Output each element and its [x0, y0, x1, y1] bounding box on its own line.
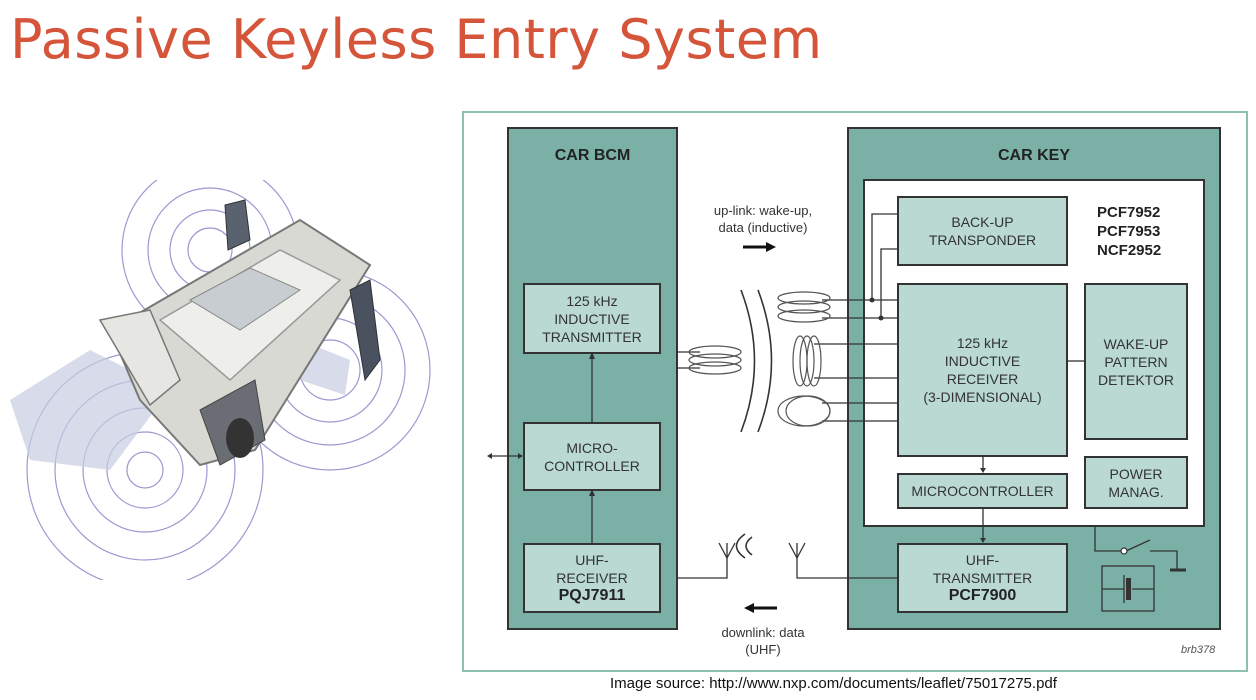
- backup-line2: TRANSPONDER: [928, 232, 1037, 248]
- field-arcs: [735, 289, 773, 559]
- wakeup-line2: PATTERN: [1104, 353, 1168, 370]
- bcm-uhf-part: PQJ7911: [558, 587, 626, 604]
- key-backup-transponder: BACK-UP TRANSPONDER: [897, 196, 1068, 266]
- car-body: [98, 199, 381, 467]
- downlink-label: downlink: data (UHF): [693, 624, 833, 658]
- uplink-label: up-link: wake-up, data (inductive): [693, 202, 833, 236]
- key-inductive-receiver: 125 kHz INDUCTIVE RECEIVER (3-DIMENSIONA…: [897, 283, 1068, 457]
- bcm-uhf-line1: UHF-: [575, 552, 609, 568]
- bcm-uhf-receiver: UHF- RECEIVER PQJ7911: [523, 543, 661, 613]
- key-uhf-line2: TRANSMITTER: [932, 570, 1033, 586]
- key-uhf-line1: UHF-: [965, 552, 1000, 568]
- part-number: PCF7953: [1097, 223, 1161, 240]
- bcm-uhf-line2: RECEIVER: [556, 570, 628, 586]
- uplink-line2: data (inductive): [718, 220, 808, 235]
- receiver-line1: 125 kHz: [956, 335, 1009, 351]
- power-line1: POWER: [1109, 465, 1163, 482]
- power-line2: MANAG.: [1108, 483, 1164, 500]
- figure-reference: brb378: [1181, 644, 1216, 656]
- inductive-coils: [688, 291, 831, 427]
- bcm-micro-line2: CONTROLLER: [544, 457, 640, 474]
- backup-line1: BACK-UP: [951, 214, 1014, 230]
- bcm-transmitter-line2: INDUCTIVE: [554, 310, 630, 327]
- bcm-inductive-transmitter: 125 kHz INDUCTIVE TRANSMITTER: [523, 283, 661, 354]
- bcm-transmitter-line1: 125 kHz: [566, 292, 618, 309]
- bcm-micro-line1: MICRO-: [566, 439, 618, 456]
- image-source-caption: Image source: http://www.nxp.com/documen…: [610, 675, 1057, 692]
- antenna-icons: [718, 542, 806, 560]
- wakeup-line3: DETEKTOR: [1098, 371, 1174, 388]
- car-key-title: CAR KEY: [997, 147, 1070, 164]
- uplink-line1: up-link: wake-up,: [713, 203, 813, 218]
- key-microcontroller: MICROCONTROLLER: [897, 473, 1068, 509]
- key-uhf-part: PCF7900: [948, 587, 1017, 604]
- slide-title: Passive Keyless Entry System: [10, 8, 823, 71]
- receiver-line4: (3-DIMENSIONAL): [923, 389, 1042, 405]
- key-part-numbers: PCF7952 PCF7953 NCF2952: [1097, 203, 1161, 260]
- part-number: PCF7952: [1097, 204, 1161, 221]
- receiver-line2: INDUCTIVE: [944, 353, 1021, 369]
- bcm-transmitter-line3: TRANSMITTER: [542, 328, 642, 345]
- wakeup-line1: WAKE-UP: [1103, 335, 1169, 352]
- key-micro-line1: MICROCONTROLLER: [911, 483, 1054, 499]
- downlink-line2: (UHF): [745, 642, 781, 657]
- wire-joints: [487, 297, 986, 543]
- downlink-line1: downlink: data: [721, 625, 805, 640]
- key-power-management: POWER MANAG.: [1084, 456, 1188, 509]
- key-uhf-transmitter: UHF- TRANSMITTER PCF7900: [897, 543, 1068, 613]
- key-wakeup-detector: WAKE-UP PATTERN DETEKTOR: [1084, 283, 1188, 440]
- downlink-arrow-icon: [744, 603, 777, 613]
- diagram-frame: [462, 111, 1248, 672]
- bcm-microcontroller: MICRO- CONTROLLER: [523, 422, 661, 491]
- car-bcm-title: CAR BCM: [554, 147, 631, 164]
- car-illustration: [10, 180, 431, 580]
- uplink-arrow-icon: [743, 242, 776, 252]
- receiver-line3: RECEIVER: [946, 371, 1019, 387]
- part-number: NCF2952: [1097, 242, 1162, 259]
